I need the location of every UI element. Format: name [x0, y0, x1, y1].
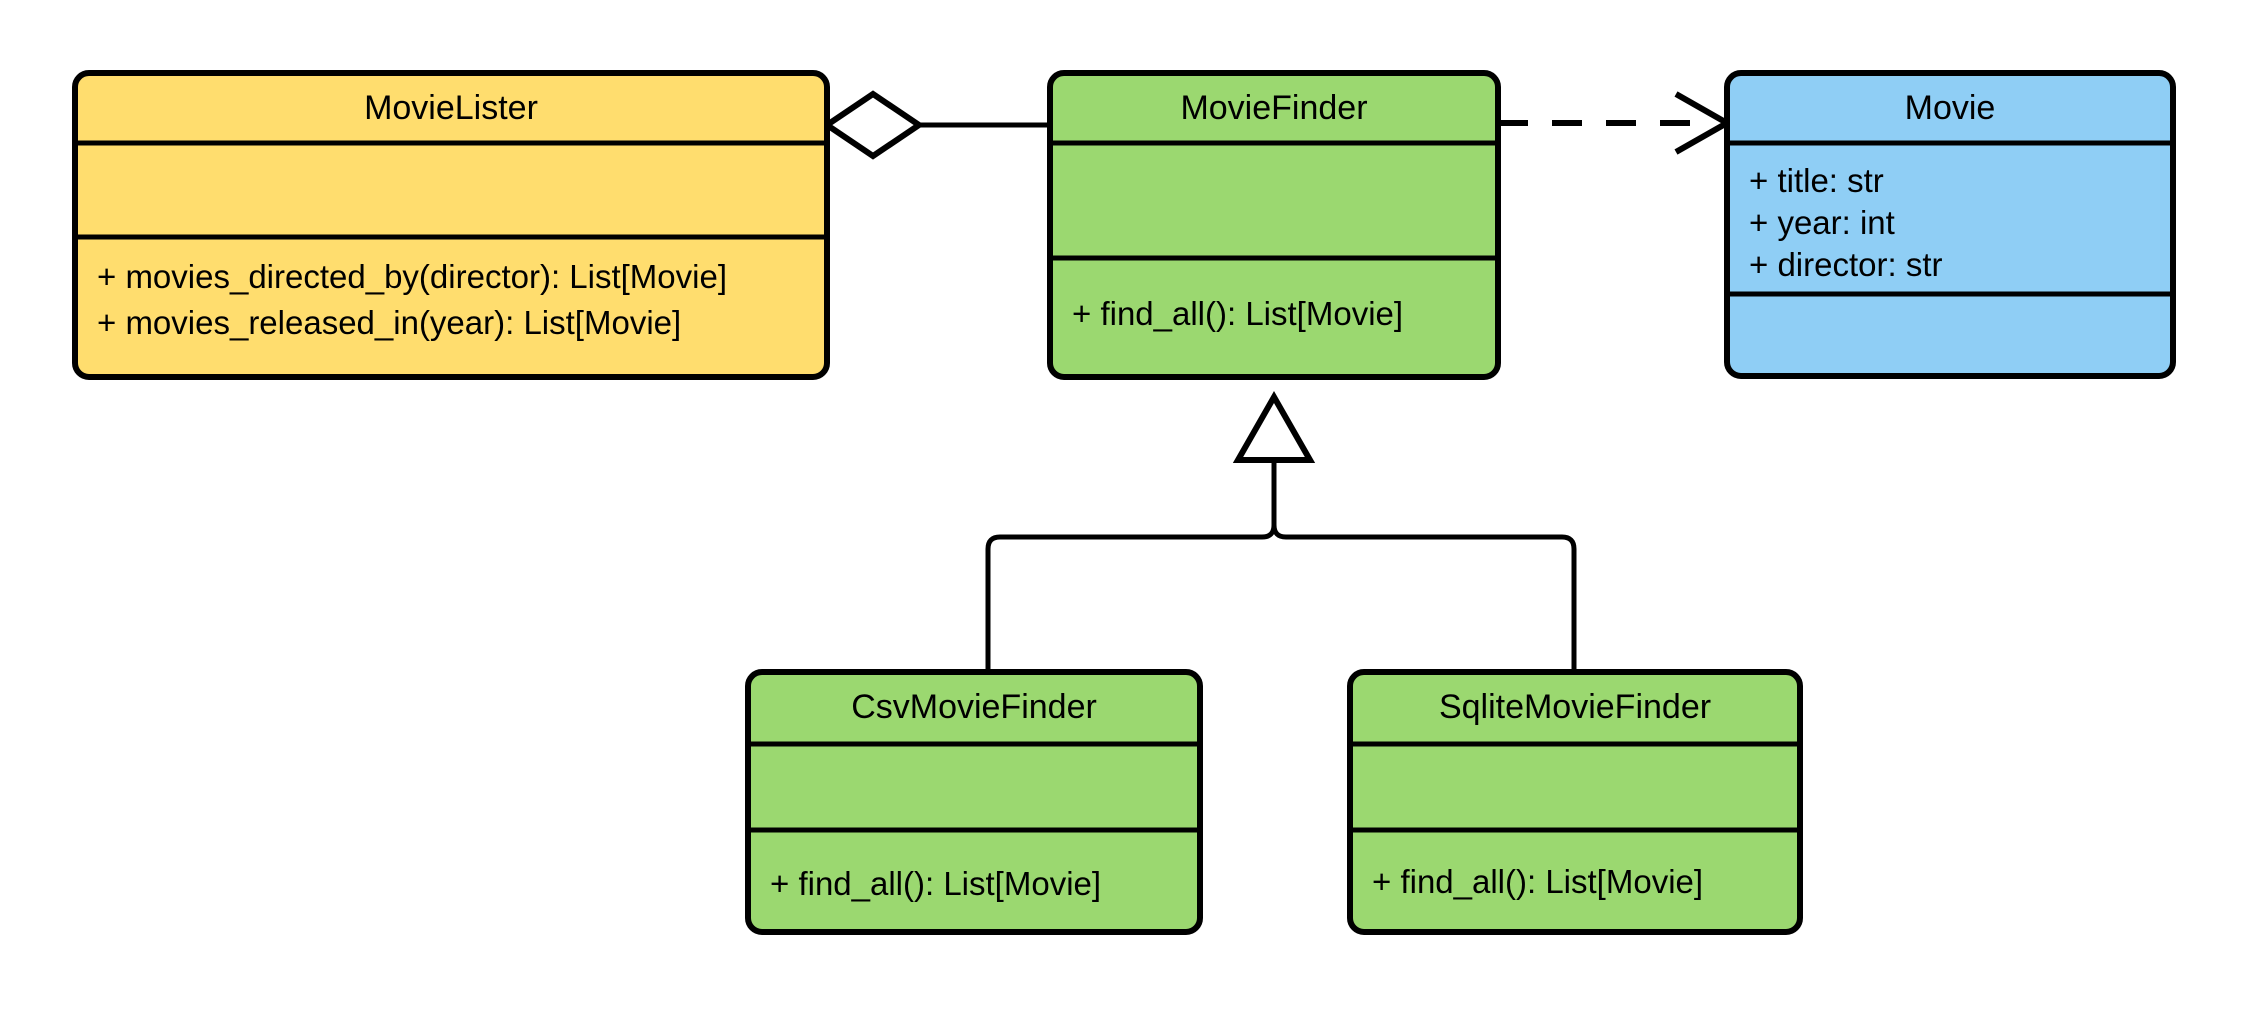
movie-lister-method-1: + movies_released_in(year): List[Movie] [97, 304, 681, 341]
csv-movie-finder-title: CsvMovieFinder [851, 688, 1097, 726]
relationship-dependency-finder-movie[interactable] [1498, 91, 1734, 155]
csv-movie-finder-method-0: + find_all(): List[Movie] [770, 865, 1101, 902]
movie-finder-title: MovieFinder [1180, 89, 1367, 127]
movie-attribute-2: + director: str [1749, 246, 1942, 283]
class-box-movie-finder[interactable]: MovieFinder + find_all(): List[Movie] [1047, 70, 1501, 380]
sqlite-movie-finder-title: SqliteMovieFinder [1439, 688, 1711, 726]
generalization-branch-sqlite [1271, 460, 1577, 672]
class-box-movie-lister[interactable]: MovieLister + movies_directed_by(directo… [72, 70, 830, 380]
hollow-triangle-marker [1232, 390, 1316, 463]
hollow-diamond-marker [821, 90, 925, 160]
movie-attribute-1: + year: int [1749, 204, 1895, 241]
class-box-csv-movie-finder[interactable]: CsvMovieFinder + find_all(): List[Movie] [745, 669, 1203, 935]
relationship-generalization-subclasses[interactable] [985, 390, 1577, 672]
movie-lister-frame [72, 70, 830, 380]
sqlite-movie-finder-frame [1347, 669, 1803, 935]
generalization-branch-csv [985, 460, 1277, 672]
relationship-aggregation-lister-finder[interactable] [821, 90, 1050, 160]
movie-lister-method-0: + movies_directed_by(director): List[Mov… [97, 258, 727, 295]
movie-lister-title: MovieLister [364, 89, 538, 127]
sqlite-movie-finder-method-0: + find_all(): List[Movie] [1372, 863, 1703, 900]
csv-movie-finder-frame [745, 669, 1203, 935]
class-box-sqlite-movie-finder[interactable]: SqliteMovieFinder + find_all(): List[Mov… [1347, 669, 1803, 935]
class-box-movie[interactable]: Movie + title: str + year: int + directo… [1724, 70, 2176, 379]
movie-title: Movie [1905, 89, 1996, 127]
movie-attribute-0: + title: str [1749, 162, 1884, 199]
movie-finder-method-0: + find_all(): List[Movie] [1072, 295, 1403, 332]
movie-finder-frame [1047, 70, 1501, 380]
movie-frame [1724, 70, 2176, 379]
